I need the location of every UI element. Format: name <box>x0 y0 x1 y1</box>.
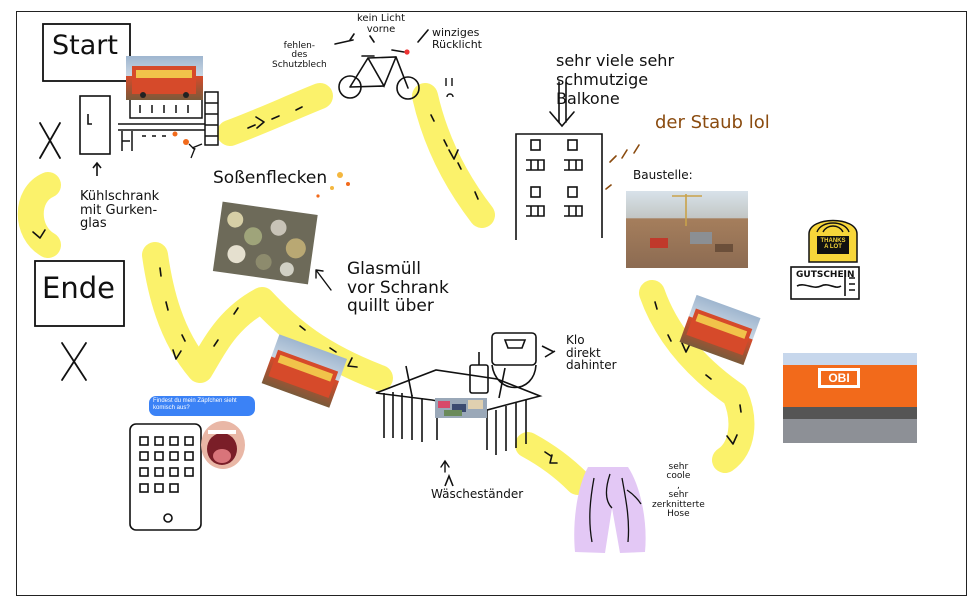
sauce-stain-dot <box>183 139 189 145</box>
bus-photo <box>126 56 203 100</box>
gutschein-label: GUTSCHEIN <box>796 270 855 280</box>
mouth-photo <box>201 421 245 469</box>
fridge-icon <box>79 95 111 176</box>
thanks-sticker-text: THANKS A LOT <box>820 238 846 251</box>
klo-label: Klo direkt dahinter <box>566 333 617 373</box>
start-label: Start <box>52 30 118 61</box>
arrow-icon <box>188 143 203 159</box>
apartment-building-icon <box>515 133 603 240</box>
sossenflecken-label: Soßenflecken <box>213 168 328 188</box>
bus-photo <box>679 294 761 366</box>
voucher-icon <box>790 266 860 300</box>
ende-label: Ende <box>42 271 115 305</box>
glass-waste-photo <box>212 201 318 285</box>
highlighter-route <box>17 83 755 495</box>
kuehlschrank-label: Kühlschrank mit Gurken- glas <box>80 189 160 232</box>
obi-store-photo <box>783 353 917 443</box>
construction-site-photo <box>626 191 748 268</box>
arrow-icon <box>549 81 575 128</box>
trousers-icon <box>574 467 646 553</box>
chat-message-bubble: Findest du mein Zäpfchen sieht komisch a… <box>149 396 255 416</box>
winziges-ruecklicht-label: winziges Rücklicht <box>432 26 482 51</box>
bus-photo <box>261 334 348 408</box>
dust-marks <box>605 144 640 190</box>
cross-mark-icon <box>39 122 87 381</box>
drying-rack-icon <box>375 365 543 487</box>
bicycle-annotation-marks <box>445 78 454 98</box>
toilet-icon <box>469 332 556 394</box>
sauce-splatter-icon <box>316 172 350 198</box>
arrow-icon <box>315 269 450 473</box>
thanks-sticker-icon: THANKS A LOT <box>807 210 859 264</box>
obi-sign-text: OBI <box>828 371 849 385</box>
glasmuell-label: Glasmüll vor Schrank quillt über <box>347 259 449 317</box>
sauce-stain-dot <box>172 131 178 137</box>
arrow-icon <box>32 116 738 464</box>
staub-label: der Staub lol <box>655 112 770 133</box>
start-box <box>42 23 131 82</box>
phone-icon <box>129 423 202 531</box>
kitchen-counter-icon <box>118 91 219 151</box>
hose-label: sehr coole , sehr zerknitterte Hose <box>652 462 705 520</box>
baustelle-label: Baustelle: <box>633 168 693 182</box>
ende-box <box>34 260 125 327</box>
kein-licht-label: kein Licht vorne <box>357 13 405 35</box>
waeschestaender-label: Wäscheständer <box>431 487 524 501</box>
fehlendes-schutzblech-label: fehlen- des Schutzblech <box>272 41 327 70</box>
route-dashes <box>159 106 742 457</box>
laundry-photo <box>435 398 487 418</box>
bicycle-icon <box>334 29 429 100</box>
balkone-label: sehr viele sehr schmutzige Balkone <box>556 51 675 108</box>
